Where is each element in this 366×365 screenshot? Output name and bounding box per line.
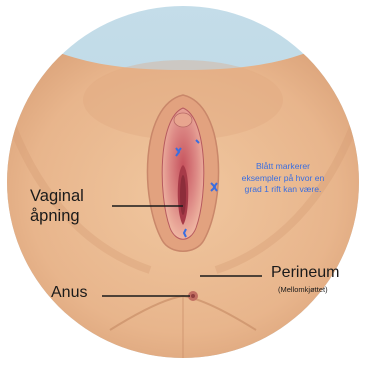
- anus-label: Anus: [51, 284, 87, 302]
- tear-note: Blått markerer eksempler på hvor en grad…: [240, 161, 326, 196]
- perineum-label: Perineum: [271, 264, 339, 282]
- perineum-sublabel: (Mellomkjøttet): [278, 285, 328, 294]
- vaginal-label-line1: Vaginal: [30, 186, 84, 206]
- vaginal-label-line2: åpning: [30, 206, 84, 226]
- vaginal-opening-label: Vaginal åpning: [30, 186, 84, 226]
